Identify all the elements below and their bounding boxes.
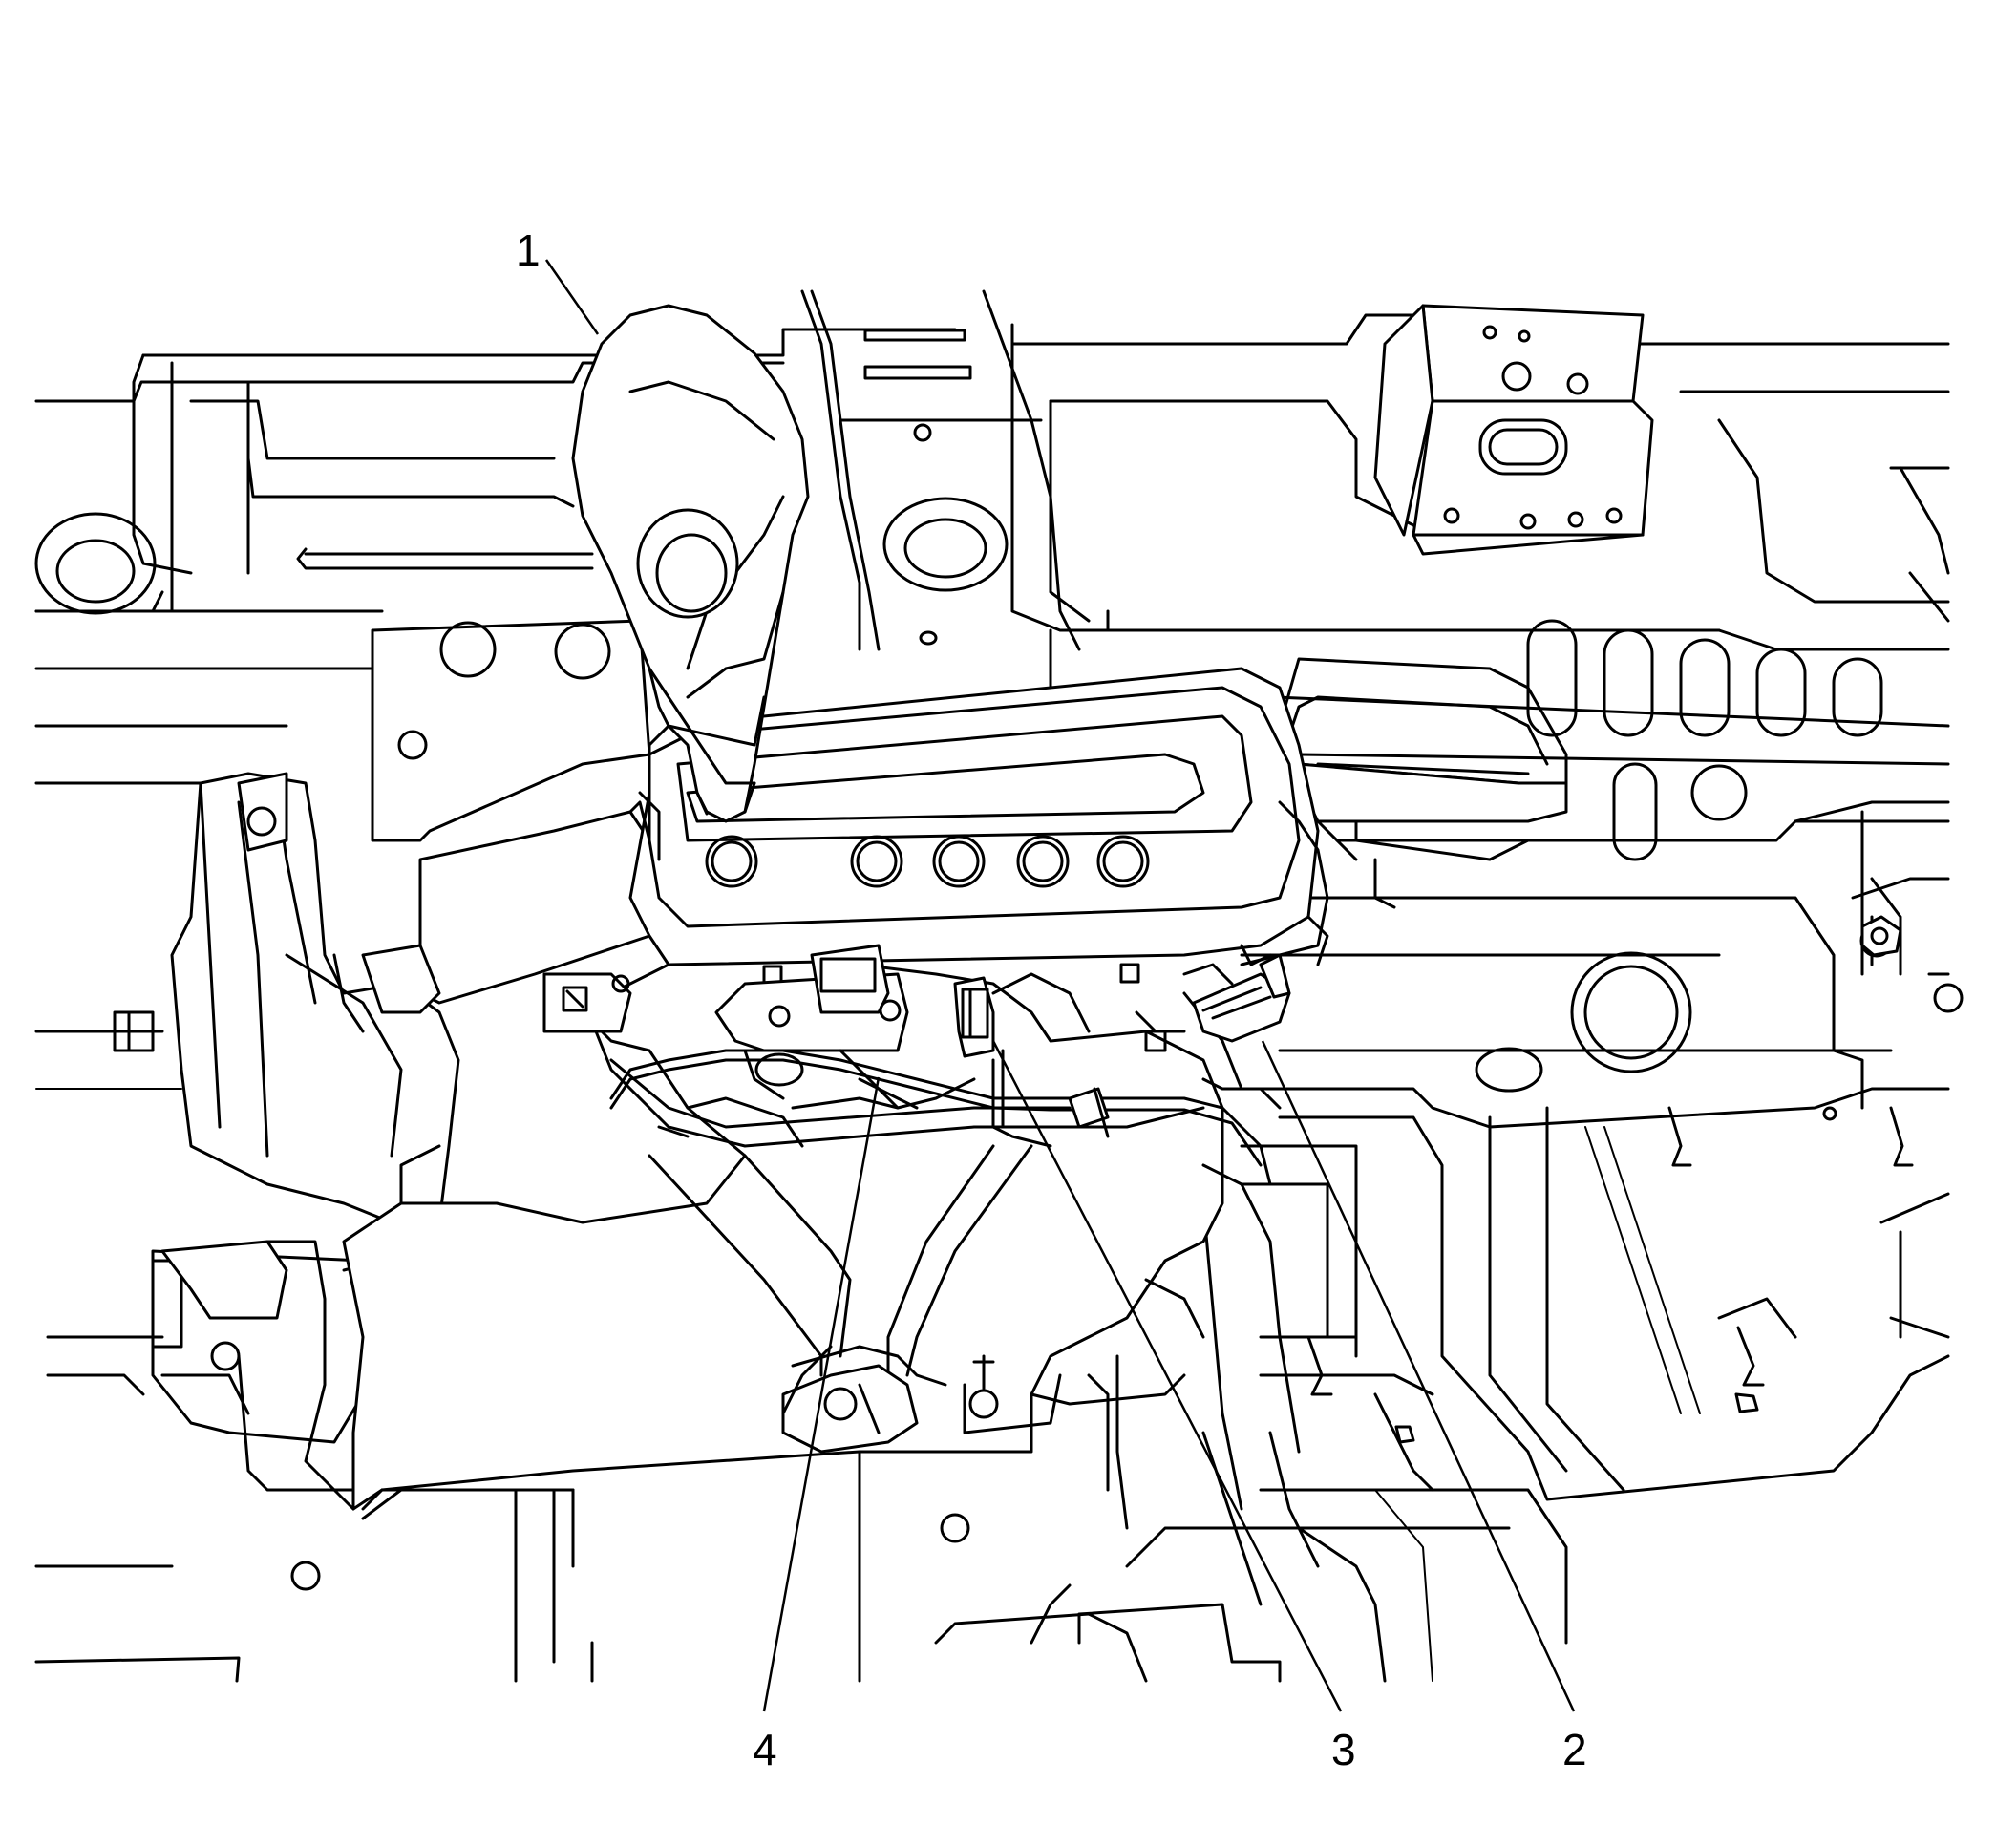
upper-bracket	[1373, 304, 1654, 556]
shifter-housing	[628, 667, 1329, 986]
right-console-parts	[1259, 657, 1950, 976]
stud-studs	[1306, 1106, 1914, 1396]
leader-2	[1261, 1040, 1576, 1712]
callout-labels: 1 2 3 4	[516, 225, 1587, 1774]
callout-leaders	[544, 259, 1576, 1712]
leader-3	[991, 1040, 1343, 1712]
floor-pan	[34, 313, 1964, 1683]
connector-center	[953, 972, 1091, 1058]
leader-4	[762, 1076, 881, 1712]
center-rail	[800, 289, 1081, 651]
leader-1	[544, 259, 600, 335]
shift-lever-knob	[571, 304, 810, 823]
connector-right	[1135, 944, 1291, 1052]
callout-1: 1	[516, 225, 541, 275]
bracket-connector-left	[542, 944, 976, 1148]
callout-3: 3	[1331, 1725, 1356, 1774]
callout-4: 4	[753, 1725, 777, 1774]
callout-2: 2	[1562, 1725, 1587, 1774]
